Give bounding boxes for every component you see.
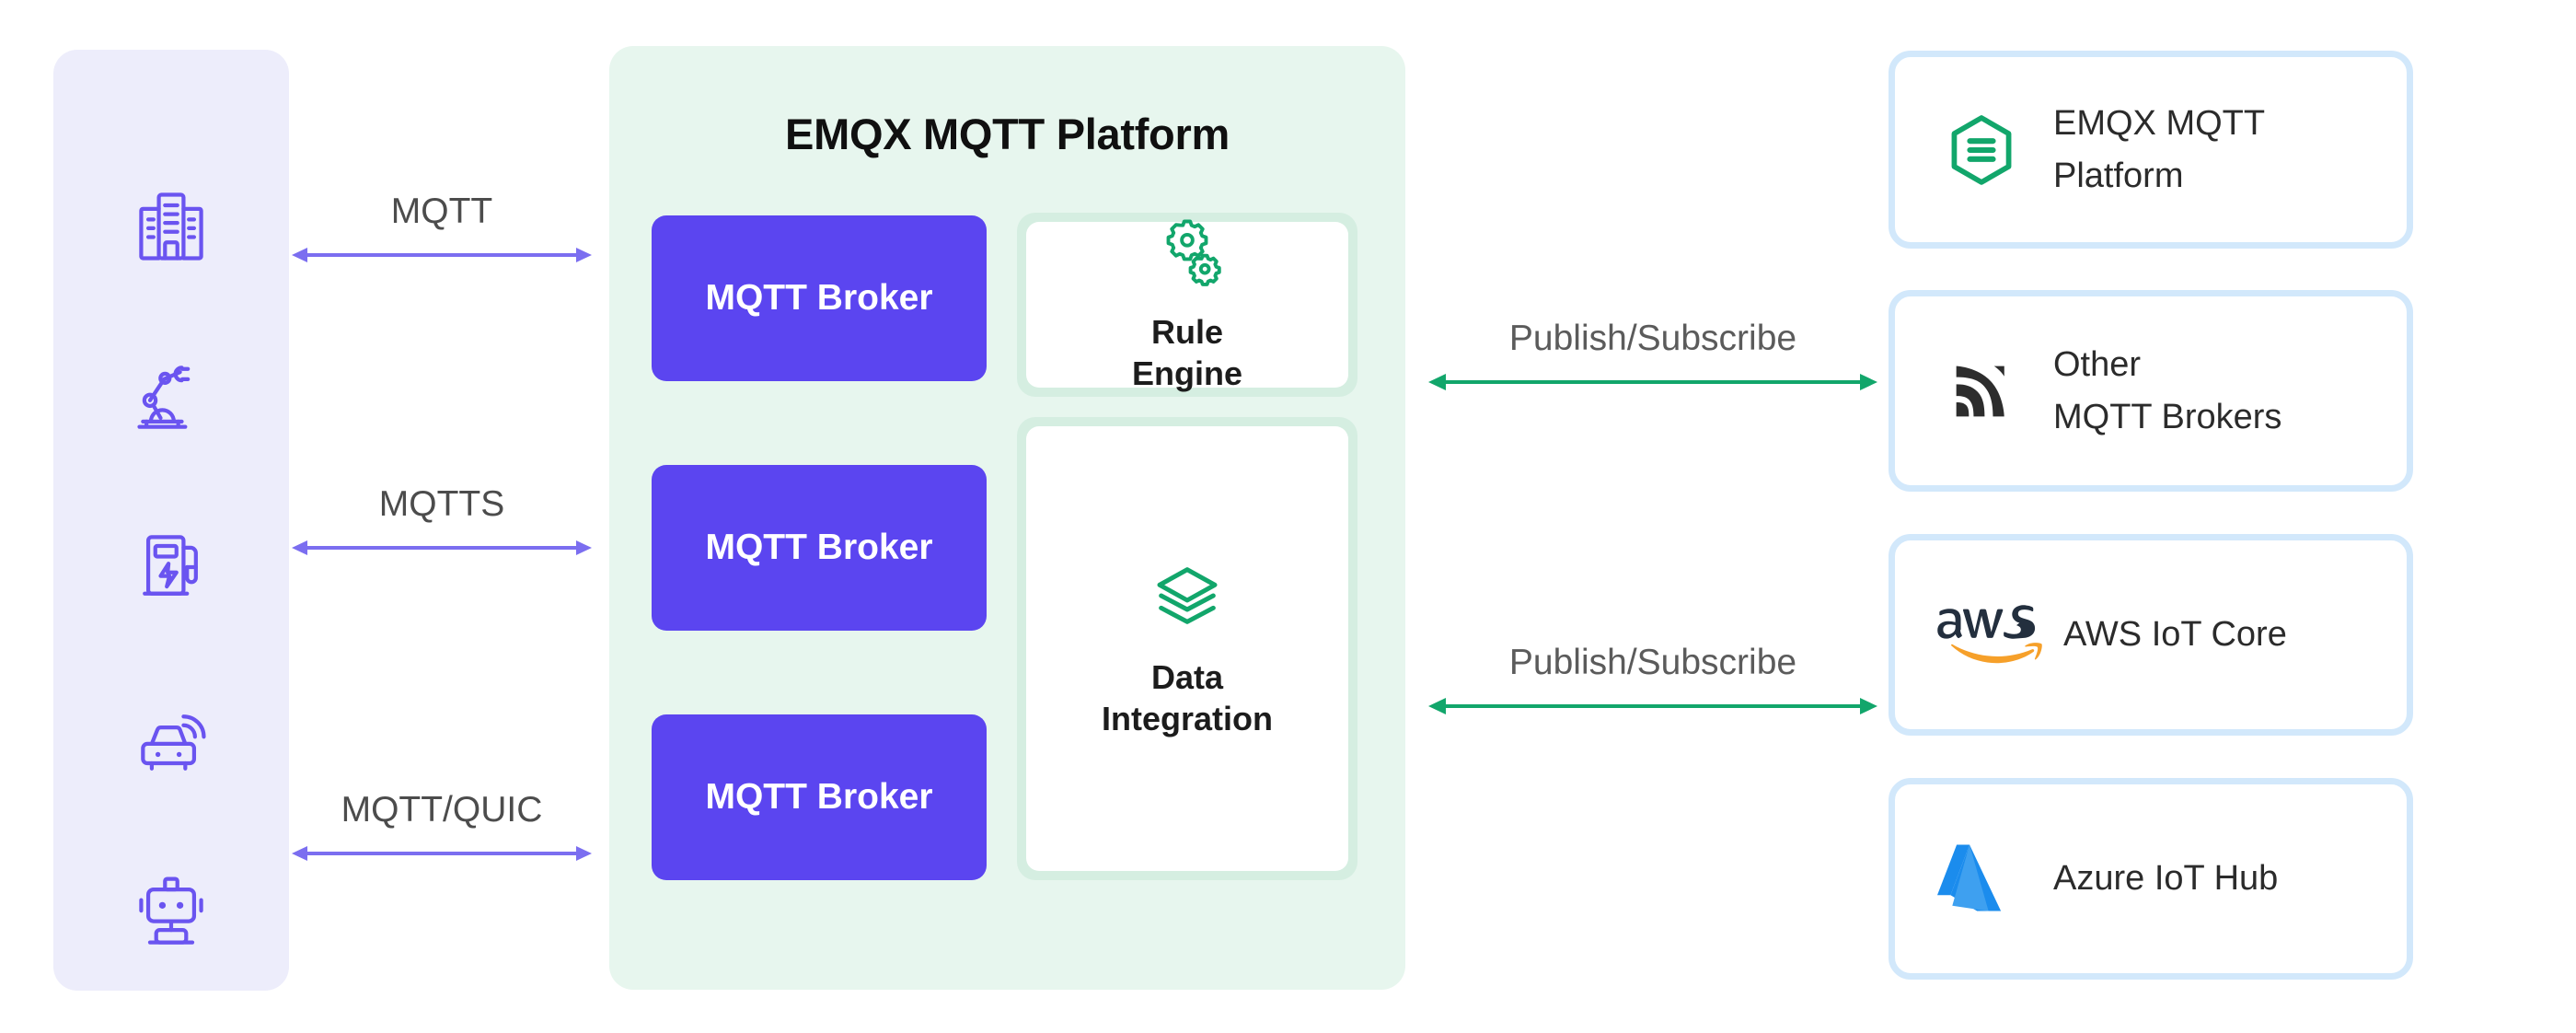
mqtt-broker-label: MQTT Broker bbox=[705, 528, 933, 567]
mqtt-broker-box-2[interactable]: MQTT Broker bbox=[652, 465, 987, 631]
target-label: Azure IoT Hub bbox=[2053, 859, 2279, 898]
ev-charger-icon bbox=[123, 519, 219, 615]
device-panel bbox=[53, 50, 289, 991]
gears-icon bbox=[1151, 215, 1223, 287]
mqtt-broker-label: MQTT Broker bbox=[705, 278, 933, 318]
pubsub-arrow-1: Publish/Subscribe bbox=[1428, 319, 1877, 424]
aws-logo-icon bbox=[1934, 587, 2049, 683]
pubsub-label: Publish/Subscribe bbox=[1508, 643, 1797, 682]
target-card-azure-iot-hub[interactable]: Azure IoT Hub bbox=[1889, 778, 2413, 980]
protocol-arrow-mqtt: MQTT bbox=[292, 193, 592, 296]
mqtt-broker-label: MQTT Broker bbox=[705, 777, 933, 817]
layers-icon bbox=[1150, 559, 1224, 633]
protocol-arrow-mqtt-quic: MQTT/QUIC bbox=[292, 792, 592, 895]
robot-arm-icon bbox=[123, 349, 219, 445]
azure-logo-icon bbox=[1934, 831, 2029, 927]
robot-icon bbox=[123, 865, 219, 960]
emqx-platform-panel: EMQX MQTT Platform MQTT Broker MQTT Brok… bbox=[609, 46, 1405, 990]
target-label: AWS IoT Core bbox=[2063, 615, 2287, 654]
protocol-label: MQTT/QUIC bbox=[341, 790, 543, 830]
target-card-aws-iot-core[interactable]: AWS IoT Core bbox=[1889, 534, 2413, 736]
pubsub-label: Publish/Subscribe bbox=[1508, 319, 1797, 358]
pubsub-arrow-2: Publish/Subscribe bbox=[1428, 643, 1877, 748]
building-icon bbox=[123, 179, 219, 274]
protocol-label: MQTTS bbox=[378, 484, 505, 524]
mqtt-broker-box-1[interactable]: MQTT Broker bbox=[652, 215, 987, 381]
mqtt-broker-box-3[interactable]: MQTT Broker bbox=[652, 714, 987, 880]
platform-title: EMQX MQTT Platform bbox=[785, 110, 1230, 158]
protocol-arrow-mqtts: MQTTS bbox=[292, 486, 592, 589]
protocol-label: MQTT bbox=[390, 192, 493, 231]
connected-car-icon bbox=[123, 694, 219, 790]
emqx-hexagon-icon bbox=[1934, 102, 2029, 198]
mqtt-waves-icon bbox=[1934, 343, 2029, 439]
